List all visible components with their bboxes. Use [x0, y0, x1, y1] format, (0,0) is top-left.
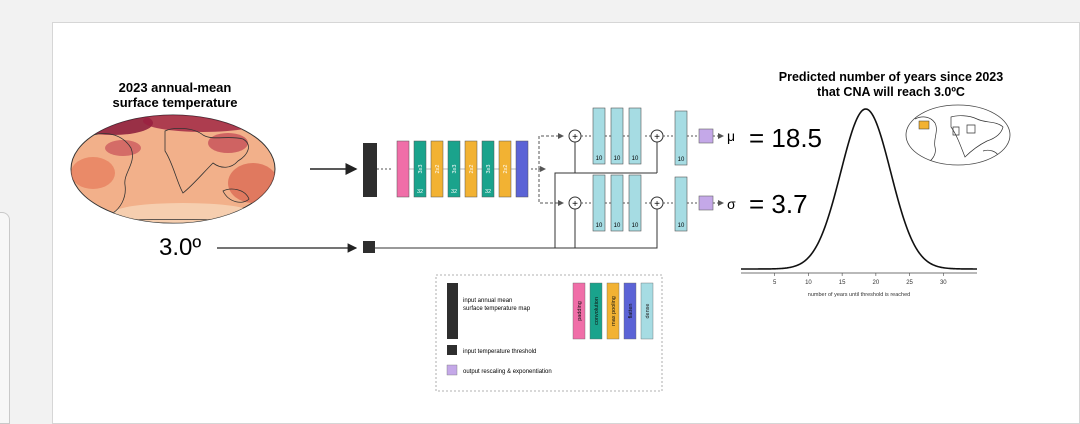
x-axis-label: number of years until threshold is reach…	[808, 292, 910, 298]
layer-sub-5: 32	[485, 189, 491, 195]
sigma-value: = 3.7	[749, 189, 808, 219]
legend-label-padding: padding	[577, 301, 583, 321]
output-dense-lower	[674, 176, 688, 232]
svg-text:+: +	[654, 199, 660, 210]
side-panel-tab[interactable]	[0, 212, 10, 424]
legend-output-swatch	[446, 364, 458, 376]
x-tick-label-3: 20	[873, 280, 880, 286]
svg-text:+: +	[654, 132, 660, 143]
dense-layers-lower: 10 10 10	[592, 174, 642, 232]
dense-layers-upper: 10 10 10	[592, 107, 642, 165]
dense-lower-label-1: 10	[614, 223, 621, 229]
output-rescale-sigma	[698, 195, 714, 211]
legend-label-convolution: convolution	[594, 297, 600, 325]
prediction-title-line2: that CNA will reach 3.0ºC	[817, 85, 965, 99]
layer-label-4: 2x2	[469, 165, 475, 174]
dense-lower-label-0: 10	[596, 223, 603, 229]
gaussian-curve	[741, 108, 977, 270]
x-tick-label-2: 15	[839, 280, 846, 286]
prediction-title-line1: Predicted number of years since 2023	[779, 70, 1003, 84]
x-tick-label-5: 30	[940, 280, 947, 286]
legend-label-flatten: flatten	[628, 304, 634, 319]
svg-text:10: 10	[678, 157, 685, 163]
dense-upper-label-2: 10	[632, 156, 639, 162]
legend-label-dense: dense	[645, 304, 651, 319]
layer-label-6: 2x2	[503, 165, 509, 174]
mu-value: = 18.5	[749, 123, 822, 153]
svg-text:10: 10	[678, 223, 685, 229]
layer-label-2: 2x2	[435, 165, 441, 174]
figure-card: 2023 annual-mean surface temperature 3x3…	[52, 22, 1080, 424]
svg-text:+: +	[572, 199, 578, 210]
sigma-symbol: σ	[727, 196, 736, 212]
map-title-line1: 2023 annual-mean	[119, 80, 232, 95]
dense-upper-layer-2	[628, 107, 642, 165]
layer-label-5: 3x3	[486, 165, 492, 174]
dense-upper-label-1: 10	[614, 156, 621, 162]
legend-output-label: output rescaling & exponentiation	[463, 369, 552, 375]
input-threshold-block	[363, 241, 375, 253]
dense-lower-layer-2	[628, 174, 642, 232]
map-title-line2: surface temperature	[113, 95, 238, 110]
distribution-chart: 5 10 15 20 25 30 number of years until thresh…	[741, 108, 977, 298]
legend-swatch-dense	[640, 282, 654, 340]
legend-map-swatch	[447, 283, 458, 339]
x-tick-label-4: 25	[906, 280, 913, 286]
threshold-value: 3.0º	[159, 234, 201, 261]
legend-swatch-convolution	[589, 282, 603, 340]
legend-swatch-flatten	[623, 282, 637, 340]
layer-label-1: 3x3	[418, 165, 424, 174]
x-tick-label-1: 10	[805, 280, 812, 286]
legend-swatch-padding	[572, 282, 586, 340]
layer-sub-3: 32	[451, 189, 457, 195]
output-dense-upper	[674, 110, 688, 166]
layer-sub-1: 32	[417, 189, 423, 195]
legend-threshold-swatch	[447, 345, 457, 355]
svg-text:+: +	[572, 132, 578, 143]
legend-layer-swatches: padding convolution max pooling flatten dens…	[572, 282, 654, 340]
legend-box: input annual mean surface temperature ma…	[435, 274, 663, 392]
layer-flatten-7	[515, 140, 529, 198]
dense-upper-label-0: 10	[596, 156, 603, 162]
x-tick-label-0: 5	[773, 280, 777, 286]
cna-region-highlight	[918, 120, 930, 130]
legend-label-max-pooling: max pooling	[611, 296, 617, 326]
legend-map-label-2: surface temperature map	[463, 306, 531, 312]
dense-lower-label-2: 10	[632, 223, 639, 229]
legend-map-label-1: input annual mean	[463, 298, 512, 304]
mu-symbol: μ	[727, 128, 735, 144]
legend-threshold-label: input temperature threshold	[463, 349, 536, 355]
architecture-diagram: 2023 annual-mean surface temperature 3x3…	[70, 70, 1011, 392]
temperature-map	[70, 114, 276, 224]
legend-swatch-max-pooling	[606, 282, 620, 340]
cnn-layers: 3x3 32 2x2 3x3 32 2x2 3x3 32 2x2	[396, 140, 529, 198]
output-rescale-mu	[698, 128, 714, 144]
x-ticks: 5 10 15 20 25 30	[773, 273, 947, 286]
region-inset-map	[905, 104, 1011, 166]
layer-label-3: 3x3	[452, 165, 458, 174]
layer-padding-0	[396, 140, 410, 198]
input-map-block	[363, 143, 377, 197]
